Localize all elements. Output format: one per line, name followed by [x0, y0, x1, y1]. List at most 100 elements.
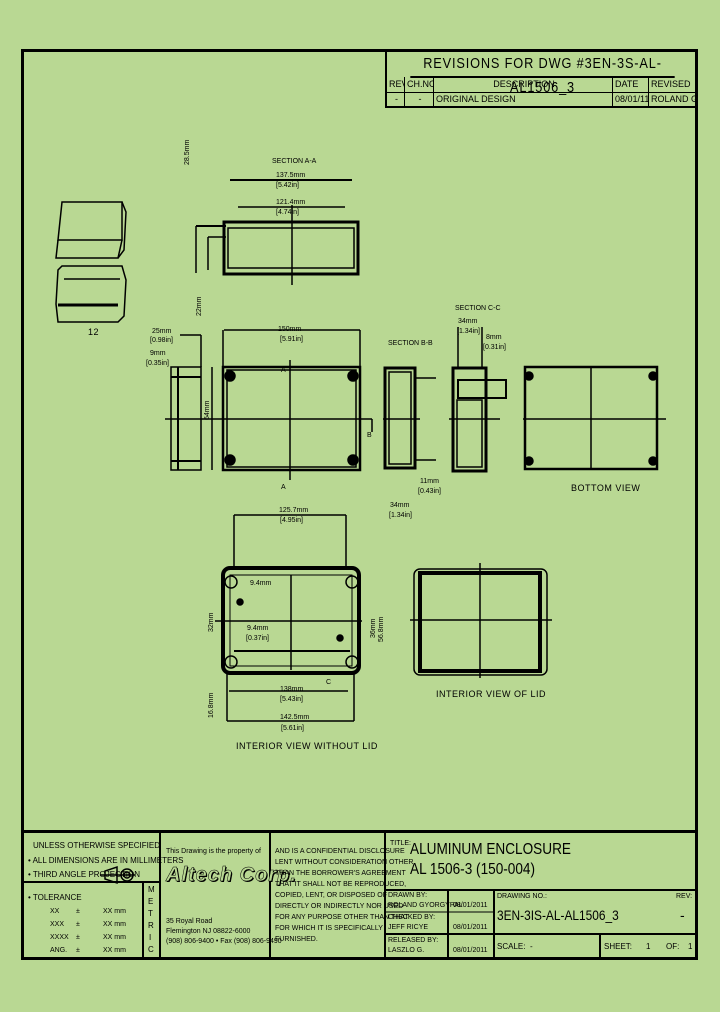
dim-34: 34mm: [390, 502, 410, 509]
metric-letter: C: [148, 945, 154, 954]
header-revised-by: REVISED BY: [651, 79, 691, 89]
dim-56: 56.8mm: [378, 616, 385, 642]
of-value: 1: [688, 942, 693, 951]
released-label: RELEASED BY:: [388, 937, 439, 944]
dim-138-in: [5.43in]: [280, 696, 303, 703]
confidential-line: THAT IT SHALL NOT BE REPRODUCED,: [275, 881, 407, 888]
released-by: LASZLO G.: [388, 947, 425, 954]
confidential-line: FURNISHED.: [275, 936, 318, 943]
note-tolerance: • TOLERANCE: [28, 893, 82, 902]
section-c-c: [449, 327, 507, 473]
scale-label: SCALE:: [497, 942, 526, 951]
note-unless: UNLESS OTHERWISE SPECIFIED: [33, 841, 160, 850]
confidential-line: AND IS A CONFIDENTIAL DISCLOSURE: [275, 848, 405, 855]
released-date: 08/01/2011: [453, 947, 488, 954]
checked-by: JEFF RICYE: [388, 924, 429, 931]
revised-by-cell: ROLAND G: [651, 94, 699, 104]
of-label: OF:: [666, 942, 680, 951]
bottom-view: [523, 365, 666, 471]
dim-9-4: 9.4mm: [247, 625, 269, 632]
confidential-line: THAN THE BORROWER'S AGREEMENT: [275, 870, 406, 877]
checked-date: 08/01/2011: [453, 924, 488, 931]
rev-value: -: [680, 907, 685, 923]
metric-letter: T: [148, 909, 153, 918]
top-view: [165, 329, 373, 480]
dim-64: 64mm: [204, 400, 211, 420]
sheet-label: SHEET:: [604, 942, 633, 951]
dim-121: 121.4mm: [276, 199, 306, 206]
dim-9-in: [0.35in]: [146, 360, 169, 367]
company-address-2: Flemington NJ 08822-6000: [166, 928, 251, 935]
dim-142: 142.5mm: [280, 714, 310, 721]
tol-key: XX: [50, 908, 60, 915]
drawn-label: DRAWN BY:: [388, 892, 428, 899]
metric-letter: I: [149, 933, 152, 942]
dim-142-in: [5.61in]: [281, 725, 304, 732]
revisions-table: REVISIONS FOR DWG #3EN-3S-AL-AL1506_3 RE…: [385, 52, 698, 108]
tol-key: XXX: [50, 921, 65, 928]
tol-sym: ±: [76, 947, 80, 954]
date-cell: 08/01/11: [613, 92, 649, 107]
title-block-lines: [24, 833, 698, 958]
isometric-view: [55, 201, 127, 323]
dim-8-in: [0.31in]: [483, 344, 506, 351]
drawn-by: ROLAND GYORGYPAL: [388, 902, 463, 909]
dim-125-in: [4.95in]: [280, 517, 303, 524]
dim-25-in: [0.98in]: [150, 337, 173, 344]
dim-9: 9mm: [150, 350, 166, 357]
sheet-value: 1: [646, 942, 651, 951]
note-projection: • THIRD ANGLE PROJECTION: [28, 870, 141, 879]
confidential-line: LENT WITHOUT CONSIDERATION OTHER: [275, 859, 414, 866]
section-mark-a-top: A: [281, 367, 286, 374]
confidential-line: FOR WHICH IT IS SPECIFICALLY: [275, 925, 383, 932]
dim-11: 11mm: [420, 478, 439, 485]
dim-11-in: [0.43in]: [418, 488, 441, 495]
interior-lid-label: INTERIOR VIEW OF LID: [436, 689, 547, 699]
dim-9-4-fillet: 9.4mm: [250, 580, 272, 587]
tol-sym: ±: [76, 934, 80, 941]
metric-letter: R: [148, 921, 154, 930]
revisions-header-row: REV CH.NO. DESCRIPTION DATE REVISED BY: [387, 77, 698, 93]
tol-sym: ±: [76, 921, 80, 928]
section-b-label: SECTION B-B: [388, 340, 433, 347]
company-address-1: 35 Royal Road: [166, 918, 213, 925]
scale-value: -: [530, 942, 533, 951]
header-date: DATE: [613, 77, 649, 92]
title-block: [21, 830, 698, 960]
dim-138: 138mm: [280, 686, 304, 693]
dim-28: 28.5mm: [184, 139, 191, 165]
section-b-b: [383, 366, 436, 470]
dim-137: 137.5mm: [276, 172, 306, 179]
side-view: [170, 334, 202, 471]
drawing-no-label: DRAWING NO.:: [497, 893, 547, 900]
rev-cell: -: [387, 92, 405, 107]
tol-key: ANG.: [50, 947, 68, 954]
dim-34-c: 34mm: [458, 318, 478, 325]
section-a-a: [195, 179, 360, 285]
dim-25: 25mm: [152, 328, 172, 335]
rev-label: REV:: [676, 893, 693, 900]
drawing-frame: [21, 49, 698, 960]
interior-view-without-lid: [215, 514, 362, 722]
drawn-date: 08/01/2011: [453, 902, 488, 909]
dim-137-in: [5.42in]: [276, 182, 299, 189]
dim-121-in: [4.74in]: [276, 209, 299, 216]
revisions-title: REVISIONS FOR DWG #3EN-3S-AL-AL1506_3: [410, 52, 675, 96]
dim-150-in: [5.91in]: [280, 336, 303, 343]
header-description: DESCRIPTION: [434, 77, 613, 92]
section-mark-b: B: [367, 432, 372, 439]
title-line-2: AL 1506-3 (150-004): [410, 861, 536, 878]
dim-32: 32mm: [208, 612, 215, 632]
title-label: TITLE:: [390, 840, 412, 847]
section-a-label: SECTION A-A: [272, 158, 317, 165]
company-logo: Altech Corp.: [166, 864, 297, 886]
dim-22: 22mm: [196, 296, 203, 316]
chno-cell: -: [405, 92, 434, 107]
section-mark-c: C: [326, 679, 332, 686]
header-chno: CH.NO.: [405, 77, 434, 92]
dim-34-c-in: [1.34in]: [457, 328, 480, 335]
bottom-view-label: BOTTOM VIEW: [571, 483, 641, 493]
third-angle-projection-icon: [100, 865, 135, 885]
tol-val: XX mm: [103, 934, 126, 941]
